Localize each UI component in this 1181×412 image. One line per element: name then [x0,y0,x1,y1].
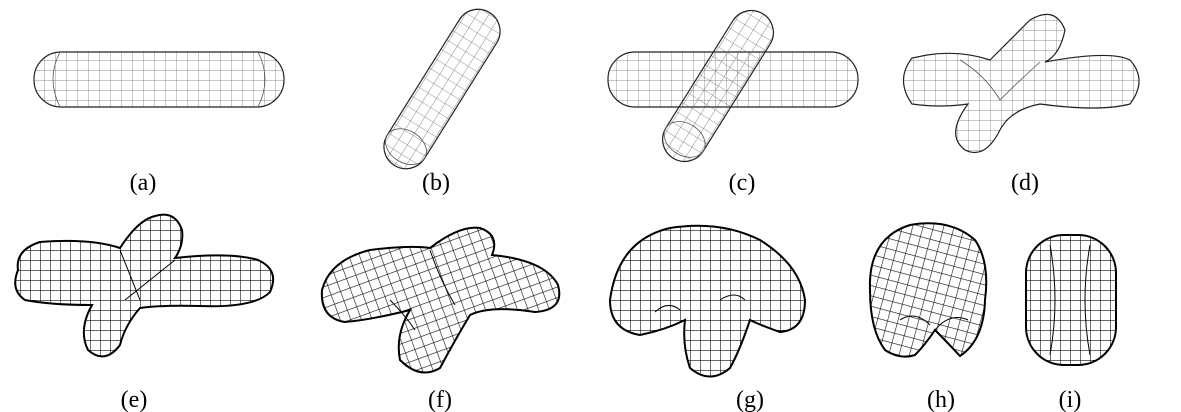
panel-label-c: (c) [729,170,756,196]
crossed-capsules-wireframe [608,2,858,169]
blob-wireframe-f [322,228,559,373]
panel-label-a: (a) [130,170,157,196]
blob-wireframe-e [15,215,273,357]
panel-label-d: (d) [1011,170,1039,196]
panel-label-g: (g) [736,387,764,412]
panel-g: (g) [610,226,805,412]
blended-cross-wireframe [904,14,1140,152]
panel-d: (d) [904,14,1140,196]
panel-e: (e) [15,215,273,412]
panel-f: (f) [322,228,559,412]
panel-i: (i) [1026,235,1116,412]
capsule-wireframe-a [34,52,284,107]
panel-label-i: (i) [1059,387,1082,412]
panel-a: (a) [34,52,284,196]
blob-wireframe-g [610,226,805,377]
panel-h: (h) [870,223,986,412]
blob-wireframe-h [870,223,986,356]
capsule-wireframe-b [376,1,509,177]
panel-label-b: (b) [422,170,450,196]
panel-label-f: (f) [428,387,452,412]
panel-b: (b) [376,1,509,196]
panel-c: (c) [608,2,858,196]
panel-label-h: (h) [927,387,955,412]
panel-label-e: (e) [121,387,148,412]
rounded-box-wireframe [1026,235,1116,365]
